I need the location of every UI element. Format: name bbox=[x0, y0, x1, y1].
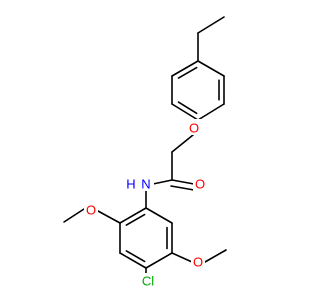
molecule-canvas: O O N H O O Cl bbox=[63, 16, 227, 290]
ring-a-bond bbox=[171, 103, 199, 121]
ring-a-double-bond bbox=[177, 101, 198, 115]
ring-b-double-bond bbox=[125, 250, 146, 263]
amide-nitrogen-label: N bbox=[141, 177, 150, 192]
ring-b-bond bbox=[119, 207, 147, 224]
methoxy-oxygen-right-label: O bbox=[193, 255, 203, 270]
carbonyl-bond bbox=[171, 179, 195, 185]
methoxy-bond bbox=[171, 252, 193, 263]
carbonyl-oxygen-label: O bbox=[195, 177, 205, 192]
ether-ch2-bond bbox=[171, 134, 194, 153]
ring-b-double-bond bbox=[125, 213, 146, 226]
ring-b-bond bbox=[145, 207, 173, 224]
methyl-bond bbox=[63, 208, 85, 223]
amide-bond bbox=[152, 179, 173, 185]
atom-label-layer: O O N H O O Cl bbox=[84, 119, 207, 290]
ethyl-bond bbox=[197, 16, 225, 34]
methoxy-oxygen-left-label: O bbox=[86, 203, 96, 218]
ether-oxygen-label: O bbox=[189, 121, 199, 136]
chlorine-label: Cl bbox=[142, 274, 154, 289]
ring-a-bond bbox=[197, 103, 225, 121]
methoxy-bond bbox=[97, 210, 121, 224]
ring-b-bond bbox=[145, 252, 173, 269]
methyl-bond bbox=[204, 249, 227, 263]
amide-hydrogen-label: H bbox=[126, 177, 135, 192]
ring-b-bond bbox=[119, 252, 147, 269]
bond-layer bbox=[63, 16, 227, 274]
ring-a-double-bond bbox=[177, 66, 198, 79]
carbonyl-double-bond bbox=[170, 185, 195, 191]
ring-a-bond bbox=[197, 60, 225, 77]
ring-a-bond bbox=[171, 60, 199, 77]
structure-diagram: O O N H O O Cl bbox=[63, 16, 227, 290]
